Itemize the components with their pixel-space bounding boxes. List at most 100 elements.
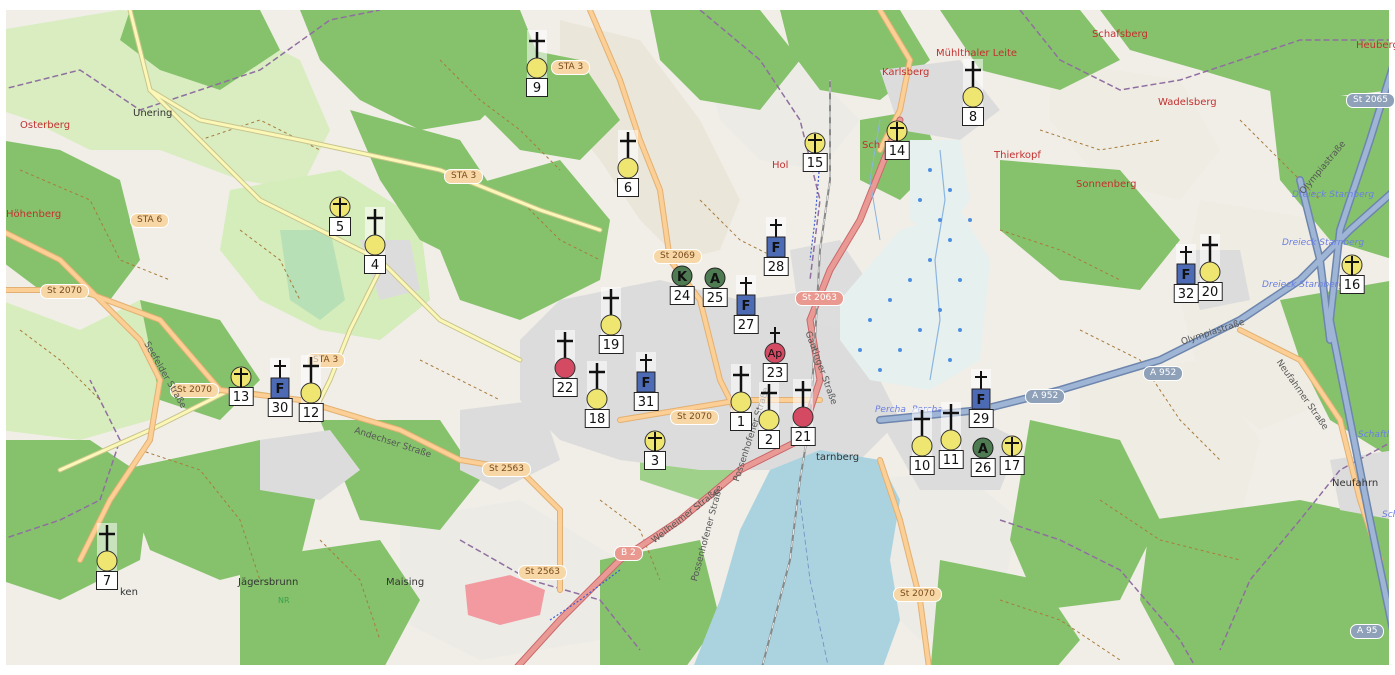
circled-cross-icon — [804, 132, 826, 154]
place-label-neufahrn: Neufahrn — [1332, 478, 1379, 489]
marker-number-label: 22 — [552, 378, 578, 397]
marker-number-label: 28 — [763, 257, 789, 276]
cemetery-marker-9[interactable]: 9 — [522, 28, 552, 98]
cemetery-cross-icon — [364, 207, 386, 256]
circled-cross-icon — [644, 430, 666, 452]
cemetery-marker-6[interactable]: 6 — [613, 128, 643, 198]
marker-number-label: 17 — [999, 456, 1025, 475]
place-label-hol: Hol — [772, 160, 789, 171]
road-shield-st2065: St 2065 — [1346, 93, 1395, 108]
cemetery-marker-20[interactable]: 20 — [1195, 232, 1225, 302]
place-label-dreieck2: Dreieck Starnberg — [1282, 238, 1365, 248]
marker-number-label: 12 — [298, 403, 324, 422]
marker-number-label: 27 — [733, 315, 759, 334]
marker-number-label: 20 — [1197, 282, 1223, 301]
road-shield-st2563b: St 2563 — [518, 565, 568, 580]
svg-text:Ap: Ap — [768, 347, 783, 360]
road-shield-st2563a: St 2563 — [482, 462, 532, 477]
place-label-unering: Unering — [133, 108, 173, 119]
cemetery-cross-icon — [940, 402, 962, 451]
cemetery-marker-23[interactable]: Ap 23 — [760, 313, 790, 383]
marker-number-label: 9 — [526, 78, 548, 97]
marker-number-label: 29 — [968, 409, 994, 428]
svg-text:F: F — [276, 382, 285, 397]
cemetery-square-icon: F — [1176, 244, 1196, 285]
cemetery-marker-19[interactable]: 19 — [596, 285, 626, 355]
cemetery-letter-icon: K — [671, 265, 693, 287]
place-label-dreieck3: Dreieck Starnberg — [1262, 280, 1345, 290]
cemetery-marker-8[interactable]: 8 — [958, 57, 988, 127]
place-label-wadelsberg: Wadelsberg — [1158, 97, 1217, 108]
marker-number-label: 32 — [1173, 284, 1199, 303]
circled-cross-icon — [1001, 435, 1023, 457]
cemetery-marker-22[interactable]: 22 — [550, 328, 580, 398]
road-shield-a952b: A 952 — [1025, 389, 1066, 404]
cemetery-marker-17[interactable]: 17 — [997, 406, 1027, 476]
cemetery-letter-icon: A — [972, 437, 994, 459]
cemetery-marker-3[interactable]: 3 — [640, 401, 670, 471]
place-label-schaftl: Schaftl — [1358, 430, 1390, 440]
marker-number-label: 25 — [702, 288, 728, 307]
cemetery-cross-letter-icon: Ap — [764, 327, 786, 364]
cemetery-letter-icon: A — [704, 267, 726, 289]
road-shield-sta6: STA 6 — [130, 213, 170, 228]
cemetery-marker-2[interactable]: 2 — [754, 380, 784, 450]
cemetery-marker-5[interactable]: 5 — [325, 167, 355, 237]
marker-number-label: 8 — [962, 107, 984, 126]
road-shield-st2070b: St 2070 — [170, 383, 220, 398]
cemetery-cross-icon — [300, 355, 322, 404]
place-label-dreieck1: Dreieck Starnberg — [1292, 190, 1375, 200]
cemetery-cross-icon — [730, 364, 752, 413]
cemetery-marker-7[interactable]: 7 — [92, 521, 122, 591]
marker-number-label: 23 — [762, 363, 788, 382]
cemetery-marker-1[interactable]: 1 — [726, 362, 756, 432]
svg-text:F: F — [772, 241, 781, 256]
road-shield-sta3a: STA 3 — [551, 60, 591, 75]
cemetery-cross-icon — [1199, 234, 1221, 283]
place-label-starnberg: tarnberg — [816, 452, 860, 463]
marker-number-label: 19 — [598, 335, 624, 354]
marker-number-label: 18 — [584, 409, 610, 428]
cemetery-marker-21[interactable]: 21 — [788, 377, 818, 447]
marker-number-label: 3 — [644, 451, 666, 470]
cemetery-cross-icon — [758, 382, 780, 431]
cemetery-cross-icon — [792, 379, 814, 428]
cemetery-marker-16[interactable]: 16 — [1337, 225, 1367, 295]
marker-number-label: 4 — [364, 255, 386, 274]
cemetery-cross-icon — [526, 30, 548, 79]
cemetery-marker-13[interactable]: 13 — [226, 337, 256, 407]
cemetery-marker-12[interactable]: 12 — [296, 353, 326, 423]
cemetery-cross-icon — [96, 523, 118, 572]
cemetery-marker-14[interactable]: 14 — [882, 91, 912, 161]
circled-cross-icon — [329, 196, 351, 218]
cemetery-square-icon: F — [971, 369, 991, 410]
cemetery-marker-11[interactable]: 11 — [936, 400, 966, 470]
marker-number-label: 14 — [884, 141, 910, 160]
place-label-osterberg: Osterberg — [20, 120, 71, 131]
marker-number-label: 13 — [228, 387, 254, 406]
svg-text:F: F — [742, 299, 751, 314]
svg-text:F: F — [642, 376, 651, 391]
road-shield-st2070d: St 2070 — [670, 410, 720, 425]
marker-number-label: 24 — [669, 286, 695, 305]
street-label-nr: NR — [278, 596, 290, 605]
cemetery-marker-10[interactable]: 10 — [907, 406, 937, 476]
cemetery-marker-18[interactable]: 18 — [582, 359, 612, 429]
cemetery-marker-4[interactable]: 4 — [360, 205, 390, 275]
marker-number-label: 30 — [267, 398, 293, 417]
cemetery-marker-15[interactable]: 15 — [800, 103, 830, 173]
place-label-jaegersbrunn: Jägersbrunn — [238, 577, 299, 588]
place-label-sch: Sch — [862, 140, 881, 151]
marker-number-label: 11 — [938, 450, 964, 469]
marker-number-label: 1 — [730, 412, 752, 431]
